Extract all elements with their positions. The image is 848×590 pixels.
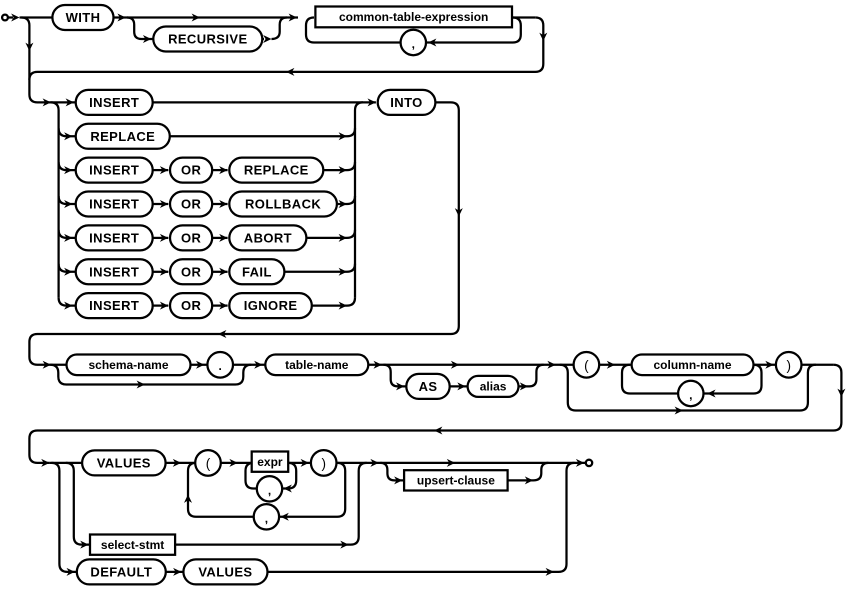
svg-text:DEFAULT: DEFAULT — [90, 564, 152, 579]
svg-text:WITH: WITH — [66, 10, 101, 25]
svg-text:schema-name: schema-name — [88, 358, 168, 372]
svg-text:INSERT: INSERT — [89, 95, 139, 110]
svg-text:IGNORE: IGNORE — [244, 298, 298, 313]
svg-text:AS: AS — [419, 379, 438, 394]
svg-text:OR: OR — [181, 264, 202, 279]
svg-text:(: ( — [206, 456, 211, 471]
svg-text:REPLACE: REPLACE — [90, 129, 155, 144]
svg-text:OR: OR — [181, 163, 202, 178]
svg-text:INTO: INTO — [390, 95, 422, 110]
svg-text:ROLLBACK: ROLLBACK — [245, 197, 321, 212]
svg-text:OR: OR — [181, 230, 202, 245]
svg-text:FAIL: FAIL — [242, 264, 272, 279]
svg-text:.: . — [219, 359, 222, 373]
svg-text:OR: OR — [181, 298, 202, 313]
svg-text:INSERT: INSERT — [89, 163, 139, 178]
svg-text:column-name: column-name — [653, 358, 731, 372]
svg-text:alias: alias — [480, 380, 507, 394]
svg-text:,: , — [689, 388, 692, 402]
svg-text:OR: OR — [181, 197, 202, 212]
svg-text:): ) — [786, 358, 791, 373]
svg-text:,: , — [265, 511, 268, 525]
svg-text:INSERT: INSERT — [89, 197, 139, 212]
svg-text:select-stmt: select-stmt — [101, 538, 164, 552]
svg-text:table-name: table-name — [285, 358, 349, 372]
svg-text:INSERT: INSERT — [89, 264, 139, 279]
svg-text:expr: expr — [257, 455, 283, 469]
svg-text:): ) — [321, 456, 326, 471]
svg-text:ABORT: ABORT — [244, 230, 292, 245]
svg-text:(: ( — [584, 358, 589, 373]
svg-text:INSERT: INSERT — [89, 230, 139, 245]
svg-text:VALUES: VALUES — [97, 455, 151, 470]
svg-text:VALUES: VALUES — [198, 564, 252, 579]
svg-text:common-table-expression: common-table-expression — [339, 10, 488, 24]
svg-text:,: , — [412, 37, 415, 51]
svg-text:,: , — [268, 483, 271, 497]
svg-text:upsert-clause: upsert-clause — [417, 474, 495, 488]
svg-text:REPLACE: REPLACE — [244, 163, 309, 178]
svg-text:INSERT: INSERT — [89, 298, 139, 313]
svg-text:RECURSIVE: RECURSIVE — [168, 32, 247, 47]
